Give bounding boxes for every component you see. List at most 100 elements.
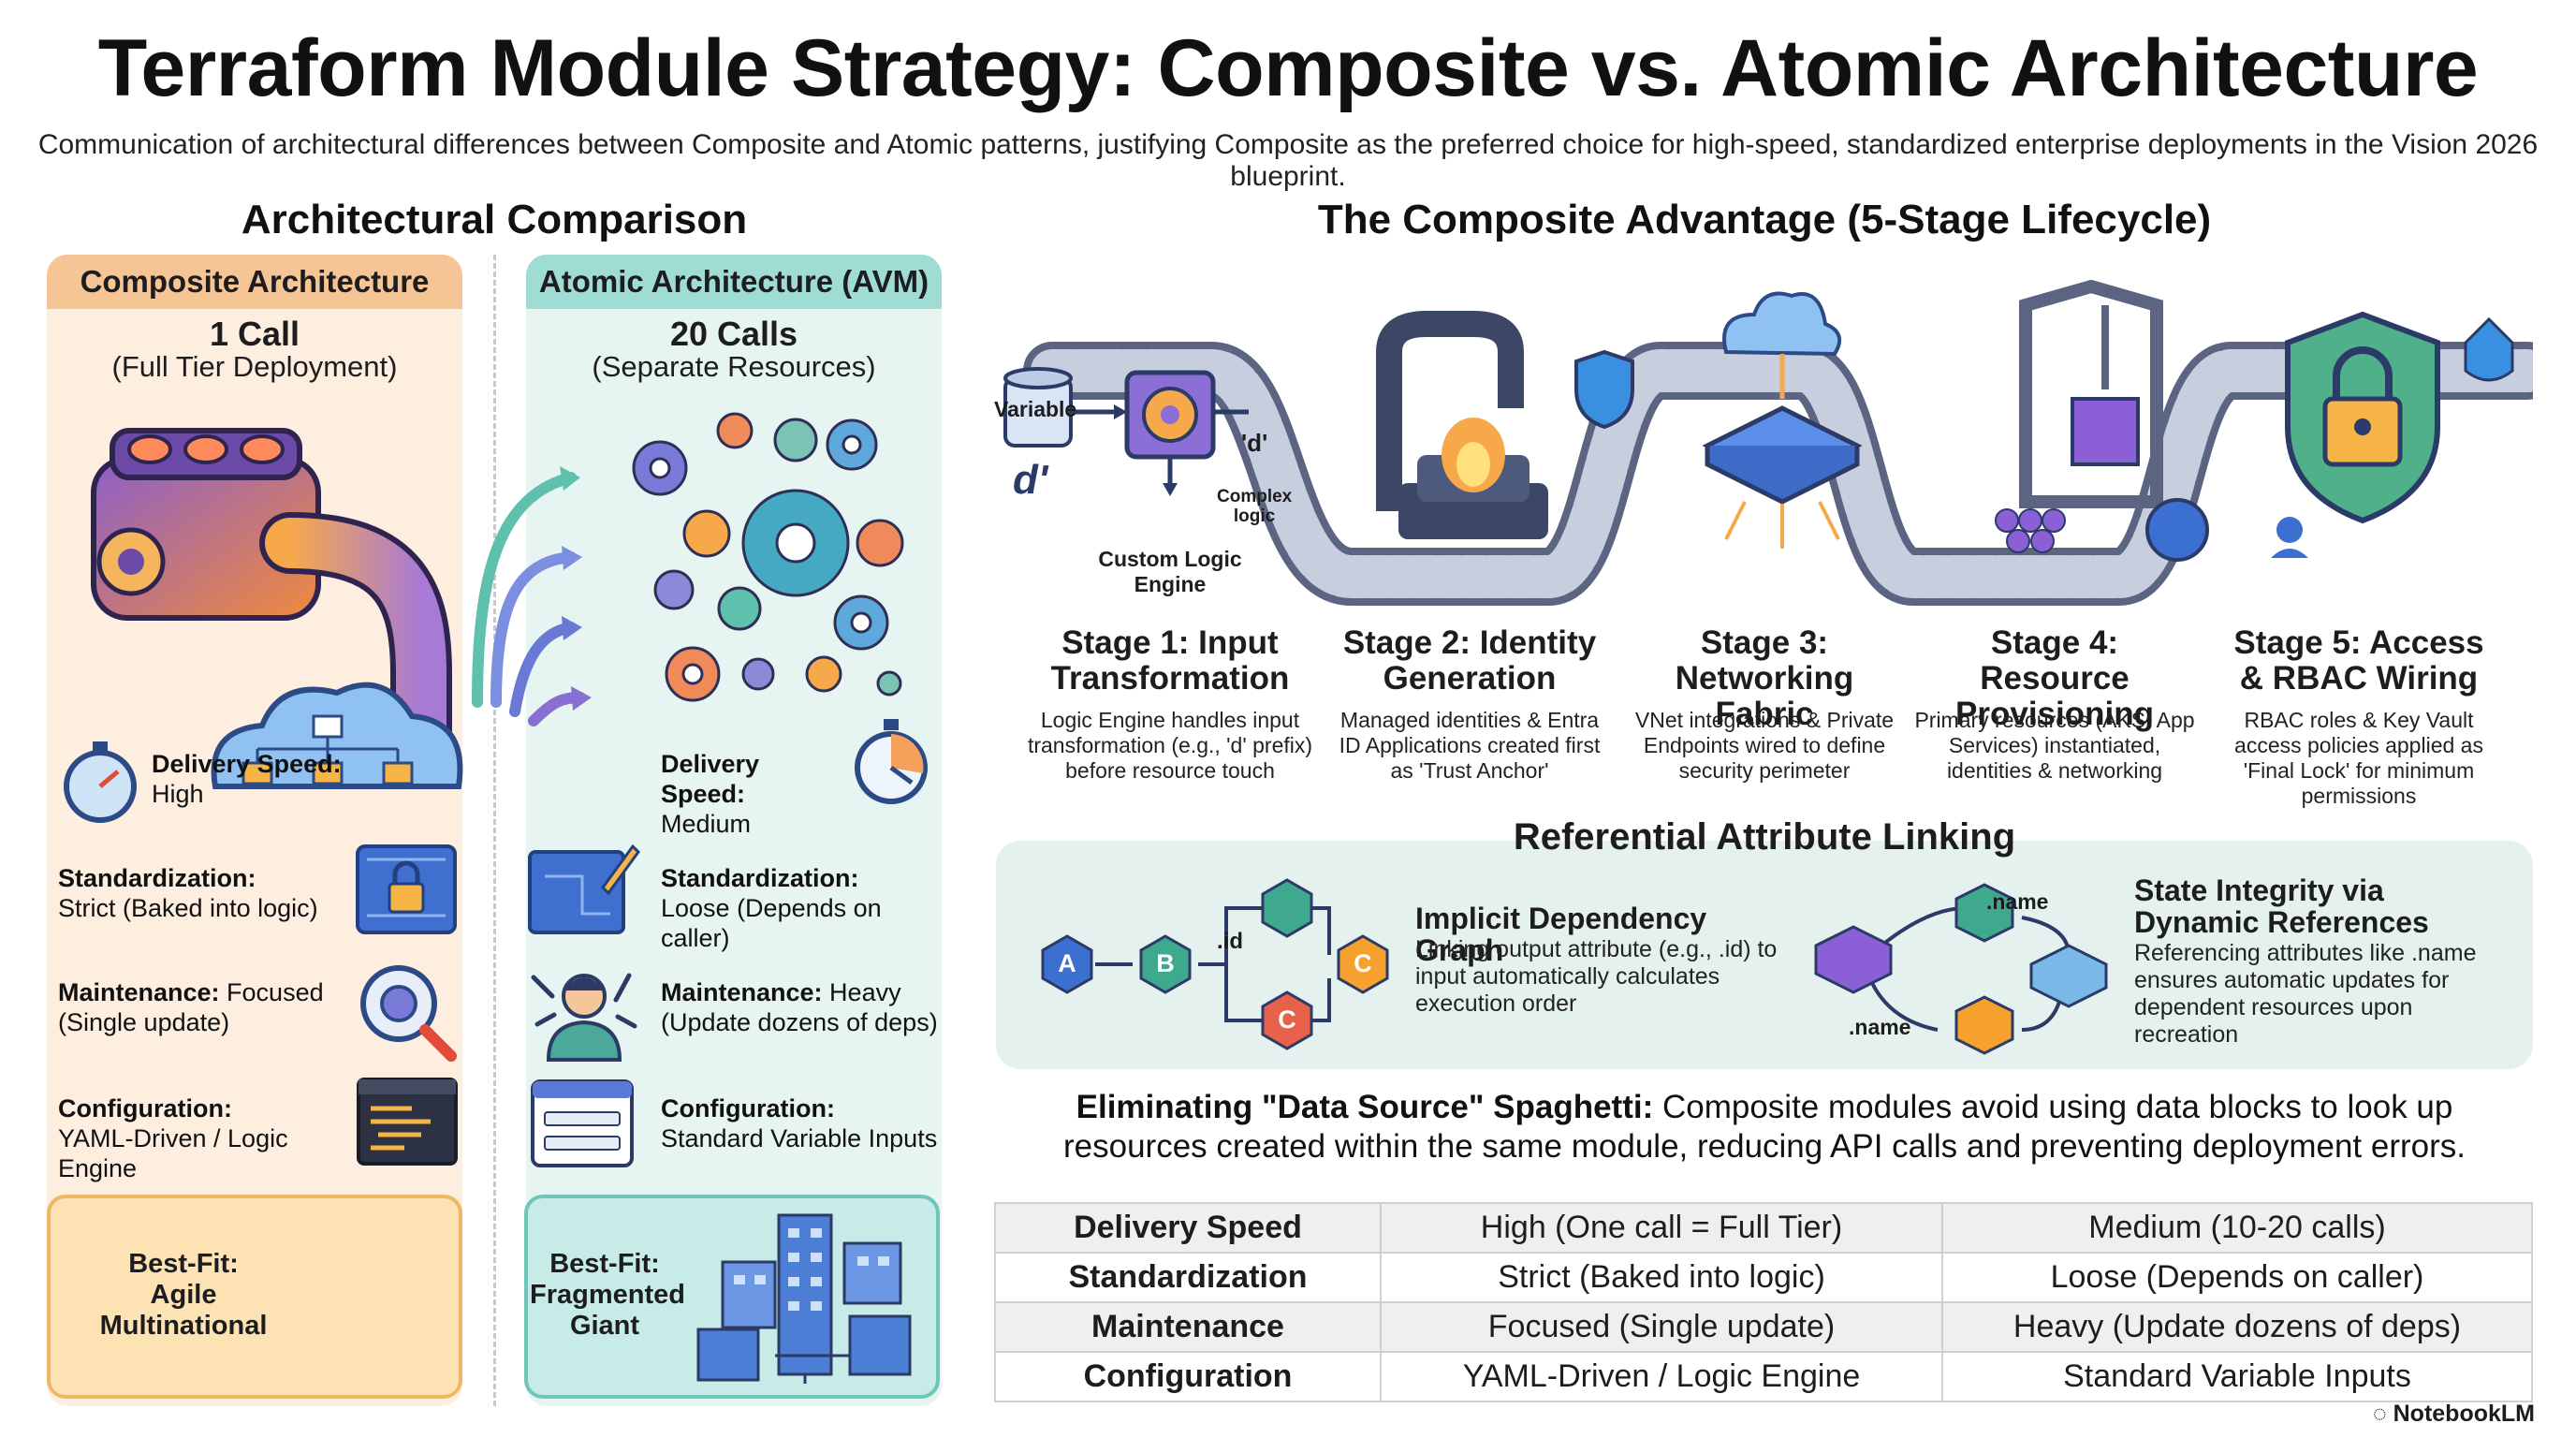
d-prime-label: d': [1013, 457, 1048, 503]
stage-2-desc: Managed identities & Entra ID Applicatio…: [1339, 708, 1601, 783]
table-cell: Medium (10-20 calls): [1941, 1202, 2533, 1254]
engine-icon: [91, 428, 321, 621]
atomic-maintenance: Maintenance: Heavy (Update dozens of dep…: [661, 978, 938, 1036]
composite-configuration: Configuration: YAML-Driven / Logic Engin…: [58, 1094, 288, 1182]
atomic-configuration: Configuration: Standard Variable Inputs: [661, 1094, 938, 1152]
variable-db-icon: [1003, 367, 1073, 448]
table-cell: Delivery Speed: [994, 1202, 1382, 1254]
stage-2-title: Stage 2: Identity Generation: [1342, 624, 1597, 697]
stopwatch-medium-icon: [855, 719, 928, 804]
stage-3-desc: VNet integrations & Private Endpoints wi…: [1634, 708, 1895, 783]
stage-3-title: Stage 3: Networking Fabric: [1675, 624, 1854, 732]
engineer-tools-icon: [531, 973, 637, 1062]
cube-purple-icon: [1814, 925, 1893, 994]
node-c-orange-icon: [1337, 934, 1389, 994]
table-row: Configuration YAML-Driven / Logic Engine…: [994, 1351, 2533, 1402]
column-divider: [493, 255, 496, 1406]
provisioning-frame-icon: [1995, 279, 2209, 562]
magnifier-gear-icon: [360, 965, 457, 1062]
cube-orange-icon: [1954, 995, 2014, 1055]
stage-1-title: Stage 1: Input Transformation: [1050, 624, 1290, 697]
atomic-header: Atomic Architecture (AVM): [526, 255, 942, 309]
cube-blue-icon: [2029, 944, 2108, 1008]
atomic-delivery-speed: Delivery Speed: Medium: [661, 750, 760, 838]
table-cell: Heavy (Update dozens of deps): [1941, 1301, 2533, 1353]
linking-panel: [996, 841, 2533, 1069]
name-edge-label-top: .name: [1986, 889, 2049, 914]
table-row: Standardization Strict (Baked into logic…: [994, 1252, 2533, 1303]
stage-5-title: Stage 5: Access & RBAC Wiring: [2233, 624, 2484, 697]
cloud-hub-icon: [211, 682, 463, 789]
state-integrity-heading: State Integrity via Dynamic References: [2134, 873, 2429, 939]
composite-calls-sub: (Full Tier Deployment): [111, 350, 398, 383]
table-cell: Maintenance: [994, 1301, 1382, 1353]
gears-icon: [632, 412, 904, 702]
lifecycle-heading: The Composite Advantage (5-Stage Lifecyc…: [1317, 197, 2212, 242]
implicit-dependency-heading: Implicit Dependency Graph: [1415, 902, 1707, 967]
page-title: Terraform Module Strategy: Composite vs.…: [97, 23, 2479, 113]
bestfit-atomic-text: Best-Fit: Fragmented Giant: [530, 1249, 685, 1341]
table-cell: Configuration: [994, 1351, 1382, 1402]
bestfit-composite-box: [47, 1195, 462, 1399]
cube-teal-icon: [1954, 883, 2014, 943]
comparison-heading: Architectural Comparison: [241, 197, 748, 242]
state-integrity-diagram: [1814, 883, 2108, 1055]
table-cell: Standard Variable Inputs: [1941, 1351, 2533, 1402]
d-quote-label: 'd': [1241, 429, 1268, 457]
node-c-red-label: C: [1278, 1005, 1296, 1034]
variable-label: Variable: [994, 397, 1077, 421]
code-editor-icon: [357, 1078, 458, 1166]
page-subtitle: Communication of architectural differenc…: [37, 129, 2539, 192]
table-cell: Focused (Single update): [1380, 1301, 1943, 1353]
atomic-calls: 20 Calls: [669, 315, 798, 353]
id-edge-label: .id: [1217, 929, 1243, 954]
composite-delivery-speed: Delivery Speed: High: [152, 750, 342, 808]
table-cell: Standardization: [994, 1252, 1382, 1303]
spaghetti-note: Eliminating "Data Source" Spaghetti: Com…: [1062, 1089, 2466, 1165]
notebooklm-logo-icon: ◌: [2372, 1401, 2393, 1427]
stopwatch-icon: [64, 741, 137, 823]
engine-cloud-illustration: [91, 412, 904, 789]
composite-header: Composite Architecture: [47, 255, 462, 309]
composite-standardization: Standardization: Strict (Baked into logi…: [58, 864, 318, 922]
stage-4-title: Stage 4: Resource Provisioning: [1955, 624, 2154, 732]
network-switch-icon: [1702, 291, 1863, 549]
blueprint-lock-icon: [356, 844, 457, 934]
stage-5-desc: RBAC roles & Key Vault access policies a…: [2234, 708, 2483, 808]
node-c-orange-label: C: [1354, 949, 1372, 977]
table-cell: High (One call = Full Tier): [1380, 1202, 1943, 1254]
composite-maintenance: Maintenance: Focused (Single update): [58, 978, 324, 1036]
dependency-graph-diagram: [1041, 878, 1389, 1050]
atomic-standardization: Standardization: Loose (Depends on calle…: [661, 864, 882, 952]
node-c-red-icon: [1261, 990, 1313, 1050]
stage-1-desc: Logic Engine handles input transformatio…: [1027, 708, 1313, 783]
logic-engine-label: Custom Logic Engine: [1098, 547, 1242, 596]
atomic-calls-sub: (Separate Resources): [592, 350, 876, 383]
rbac-shield-lock-icon: [2271, 311, 2514, 558]
table-cell: Loose (Depends on caller): [1941, 1252, 2533, 1303]
table-cell: Strict (Baked into logic): [1380, 1252, 1943, 1303]
node-b-icon: [1139, 934, 1192, 994]
table-row: Maintenance Focused (Single update) Heav…: [994, 1301, 2533, 1353]
linking-title: Referential Attribute Linking: [1513, 816, 2016, 858]
form-window-icon: [531, 1079, 634, 1167]
node-b-label: B: [1156, 949, 1175, 977]
comparison-table: Delivery Speed High (One call = Full Tie…: [994, 1202, 2533, 1402]
blueprint-pencil-icon: [528, 844, 640, 934]
complex-logic-label: Complex logic: [1217, 487, 1293, 526]
node-a-icon: [1041, 934, 1093, 994]
bestfit-composite-text: Best-Fit: Agile Multinational: [99, 1249, 268, 1341]
implicit-dependency-desc: Linking output attribute (e.g., .id) to …: [1415, 936, 1778, 1017]
lifecycle-conveyor: [1003, 279, 2533, 606]
name-edge-label-bottom: .name: [1849, 1015, 1911, 1039]
table-row: Delivery Speed High (One call = Full Tie…: [994, 1202, 2533, 1254]
node-green-icon: [1261, 878, 1313, 938]
logic-engine-gear-icon: [1124, 370, 1216, 460]
node-a-label: A: [1058, 949, 1076, 977]
notebooklm-brand: ◌ NotebookLM: [2372, 1401, 2535, 1427]
state-integrity-desc: Referencing attributes like .name ensure…: [2134, 940, 2477, 1048]
stage-4-desc: Primary resources (AKS, App Services) in…: [1914, 708, 2195, 783]
city-buildings-icon: [696, 1213, 912, 1384]
identity-furnace-icon: [1376, 311, 1634, 539]
composite-calls: 1 Call: [209, 315, 300, 353]
